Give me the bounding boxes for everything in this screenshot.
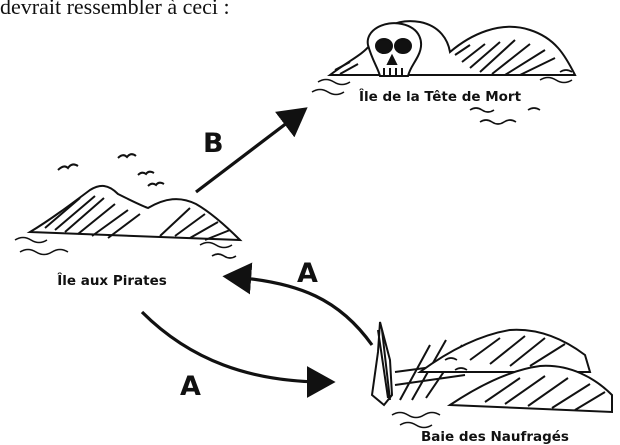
label-skull-island: Île de la Tête de Mort [359,88,522,105]
route-label-b: B [203,128,224,159]
route-a-lower-arrow [140,310,336,398]
shipwreck-bay-icon [370,321,613,429]
label-shipwreck-bay: Baie des Naufragés [421,429,569,445]
route-label-a-lower: A [180,371,201,402]
route-label-a-upper: A [297,258,318,289]
skull-island-icon [311,20,577,125]
label-pirate-island: Île aux Pirates [57,272,167,289]
route-b-arrow [195,107,308,194]
pirate-island-icon [14,153,243,259]
route-a-upper-arrow [222,262,374,346]
cropped-header-text: devrait ressembler à ceci : [0,0,230,19]
